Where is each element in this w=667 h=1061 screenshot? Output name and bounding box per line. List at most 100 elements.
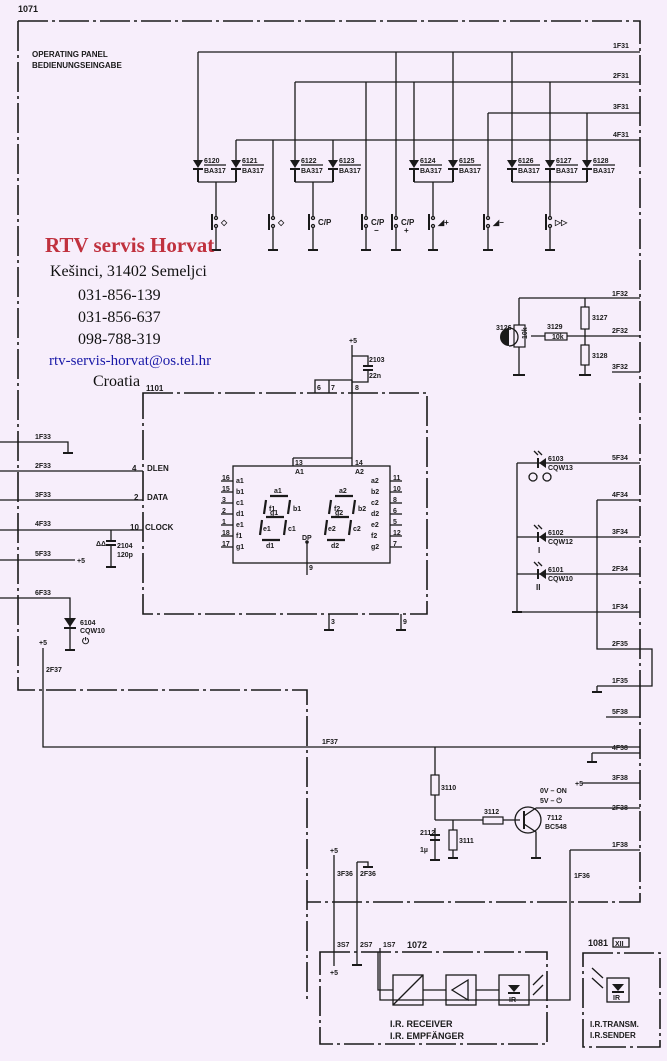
volume-pot-section: 10k 3126 3129 10k 3127 3128 1F32 2F32 3F… bbox=[496, 291, 640, 376]
svg-text:5: 5 bbox=[393, 519, 397, 526]
svg-text:6120: 6120 bbox=[204, 158, 220, 165]
svg-text:e1: e1 bbox=[236, 522, 244, 529]
svg-text:IR: IR bbox=[509, 997, 516, 1004]
svg-text:2F35: 2F35 bbox=[612, 641, 628, 648]
svg-text:3F31: 3F31 bbox=[613, 104, 629, 111]
segment-f2 bbox=[327, 499, 333, 515]
segment-f1 bbox=[262, 499, 268, 515]
svg-text:BA317: BA317 bbox=[556, 168, 578, 175]
stamp-phone-3: 098-788-319 bbox=[78, 331, 161, 348]
svg-text:6122: 6122 bbox=[301, 158, 317, 165]
segment-b1 bbox=[286, 499, 292, 515]
svg-text:7: 7 bbox=[331, 385, 335, 392]
svg-text:CQW10: CQW10 bbox=[548, 576, 573, 583]
svg-text:12: 12 bbox=[393, 530, 401, 537]
svg-text:DLEN: DLEN bbox=[147, 464, 169, 473]
svg-text:1F35: 1F35 bbox=[612, 678, 628, 685]
svg-text:2F38: 2F38 bbox=[612, 805, 628, 812]
svg-text:I.R.SENDER: I.R.SENDER bbox=[590, 1031, 636, 1040]
svg-text:2F33: 2F33 bbox=[35, 463, 51, 470]
indicator-leds: 6103 CQW13 6102 CQW12 I 6101 CQW10 II 5F… bbox=[512, 450, 653, 693]
svg-text:13: 13 bbox=[295, 460, 303, 467]
svg-text:3: 3 bbox=[222, 497, 226, 504]
svg-text:c2: c2 bbox=[353, 526, 361, 533]
panel-title-2: BEDIENUNGSEINGABE bbox=[32, 61, 122, 70]
svg-text:II: II bbox=[536, 583, 540, 592]
svg-text:I.R. RECEIVER: I.R. RECEIVER bbox=[390, 1019, 453, 1029]
svg-text:3F36: 3F36 bbox=[337, 871, 353, 878]
led-6102 bbox=[533, 524, 546, 542]
svg-text:d1: d1 bbox=[236, 511, 244, 518]
pot-3126 bbox=[513, 324, 526, 348]
svg-text:C/P: C/P bbox=[371, 218, 385, 227]
svg-text:BA317: BA317 bbox=[204, 168, 226, 175]
svg-text:2F31: 2F31 bbox=[613, 73, 629, 80]
svg-text:▷▷: ▷▷ bbox=[554, 218, 568, 227]
svg-text:3F38: 3F38 bbox=[612, 775, 628, 782]
svg-text:4F38: 4F38 bbox=[612, 745, 628, 752]
svg-text:+5: +5 bbox=[330, 848, 338, 855]
svg-text:6102: 6102 bbox=[548, 530, 564, 537]
svg-text:+5: +5 bbox=[39, 640, 47, 647]
svg-text:5V – ⏻: 5V – ⏻ bbox=[540, 797, 562, 805]
panel-title-1: OPERATING PANEL bbox=[32, 50, 108, 59]
svg-text:3128: 3128 bbox=[592, 353, 608, 360]
svg-text:a2: a2 bbox=[339, 488, 347, 495]
svg-text:BC548: BC548 bbox=[545, 824, 567, 831]
svg-text:2: 2 bbox=[134, 493, 139, 502]
led-6103 bbox=[533, 450, 546, 468]
svg-text:5F34: 5F34 bbox=[612, 455, 628, 462]
stamp-email[interactable]: rtv-servis-horvat@os.tel.hr bbox=[49, 353, 212, 369]
svg-text:3: 3 bbox=[331, 619, 335, 626]
svg-text:g1: g1 bbox=[270, 510, 278, 517]
svg-text:1F32: 1F32 bbox=[612, 291, 628, 298]
svg-text:3126: 3126 bbox=[496, 325, 512, 332]
panel-border-left bbox=[17, 21, 308, 1000]
svg-text:2112: 2112 bbox=[420, 830, 435, 837]
resistor-3129 bbox=[544, 332, 568, 341]
svg-text:C/P: C/P bbox=[401, 218, 415, 227]
svg-text:d2: d2 bbox=[331, 543, 339, 550]
svg-text:c1: c1 bbox=[236, 500, 244, 507]
svg-text:1072: 1072 bbox=[407, 940, 427, 950]
svg-text:a1: a1 bbox=[274, 488, 282, 495]
svg-text:d1: d1 bbox=[266, 543, 274, 550]
svg-text:⏻: ⏻ bbox=[82, 636, 90, 646]
svg-text:I.R.TRANSM.: I.R.TRANSM. bbox=[590, 1020, 639, 1029]
svg-text:f1: f1 bbox=[236, 533, 242, 540]
svg-text:BA317: BA317 bbox=[518, 168, 540, 175]
svg-text:22n: 22n bbox=[369, 373, 381, 380]
f31-connectors: 1F31 2F31 3F31 4F31 bbox=[613, 43, 629, 139]
key-8: ▷▷ bbox=[545, 210, 568, 251]
svg-text:b2: b2 bbox=[358, 506, 366, 513]
svg-text:BA317: BA317 bbox=[242, 168, 264, 175]
svg-text:2: 2 bbox=[222, 508, 226, 515]
diode-array: 6120BA3176121BA3176122BA3176123BA3176124… bbox=[193, 158, 615, 182]
stamp-address: Kešinci, 31402 Semeljci bbox=[50, 263, 207, 280]
svg-text:7112: 7112 bbox=[547, 815, 562, 822]
svg-text:6: 6 bbox=[393, 508, 397, 515]
svg-text:BA317: BA317 bbox=[339, 168, 361, 175]
key-6: ◢+ bbox=[428, 210, 449, 251]
svg-text:+5: +5 bbox=[575, 781, 583, 788]
resistor-3112 bbox=[482, 816, 504, 825]
svg-text:DATA: DATA bbox=[147, 493, 168, 502]
svg-text:3F33: 3F33 bbox=[35, 492, 51, 499]
svg-text:10k: 10k bbox=[522, 327, 529, 339]
svg-text:5F38: 5F38 bbox=[612, 709, 628, 716]
svg-text:6121: 6121 bbox=[242, 158, 258, 165]
svg-text:1F34: 1F34 bbox=[612, 604, 628, 611]
svg-text:BA317: BA317 bbox=[593, 168, 615, 175]
key-2: ◇ bbox=[268, 210, 285, 251]
standby-driver: 3110 3111 3112 2112 1µ 7112 BC548 0V – O… bbox=[379, 709, 640, 1001]
svg-text:6F33: 6F33 bbox=[35, 590, 51, 597]
svg-text:120p: 120p bbox=[117, 552, 133, 559]
svg-text:4F33: 4F33 bbox=[35, 521, 51, 528]
key-3: C/P bbox=[308, 210, 332, 251]
